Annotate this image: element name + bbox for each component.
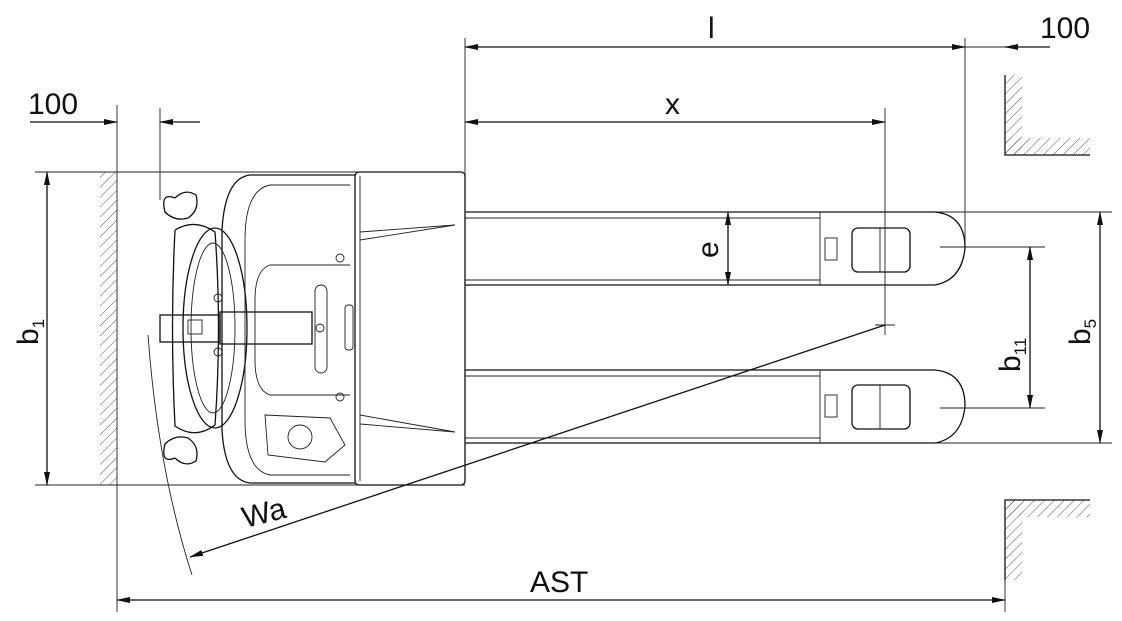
label-b1: b <box>12 328 45 345</box>
right-wall-bottom <box>1004 499 1090 580</box>
truck-body <box>221 171 466 486</box>
dimension-b1: b1 <box>12 171 50 486</box>
fork-top <box>465 211 966 286</box>
right-wall-top <box>1004 75 1090 156</box>
fork-bottom <box>465 369 966 444</box>
label-clearance-right: 100 <box>1040 12 1090 45</box>
left-wall <box>100 172 117 485</box>
dimension-x: x <box>464 88 886 125</box>
label-x: x <box>665 88 680 121</box>
dimension-b5: b5 <box>1064 211 1103 444</box>
label-l: l <box>708 12 715 45</box>
label-clearance-left: 100 <box>28 88 78 121</box>
label-b11: b <box>994 355 1027 372</box>
dimension-ast: AST <box>116 566 1006 603</box>
label-b5-subscript: 5 <box>1081 319 1100 328</box>
label-wa: Wa <box>239 492 290 535</box>
dimension-b11: b11 <box>994 246 1033 409</box>
label-b1-subscript: 1 <box>29 319 48 328</box>
dimension-l: l <box>464 12 966 50</box>
extension-lines <box>35 38 1112 612</box>
dimension-clearance-left: 100 <box>28 88 200 125</box>
svg-text:b5: b5 <box>1064 319 1100 345</box>
svg-text:b11: b11 <box>994 338 1030 372</box>
dimension-wa: Wa <box>147 324 886 576</box>
svg-text:b1: b1 <box>12 319 48 345</box>
dimension-clearance-right: 100 <box>965 12 1090 50</box>
label-e: e <box>692 241 725 258</box>
dimension-e: e <box>692 211 731 286</box>
tiller-handle <box>159 191 313 465</box>
label-b5: b <box>1064 328 1097 345</box>
label-b11-subscript: 11 <box>1011 338 1030 356</box>
label-ast: AST <box>530 566 588 599</box>
